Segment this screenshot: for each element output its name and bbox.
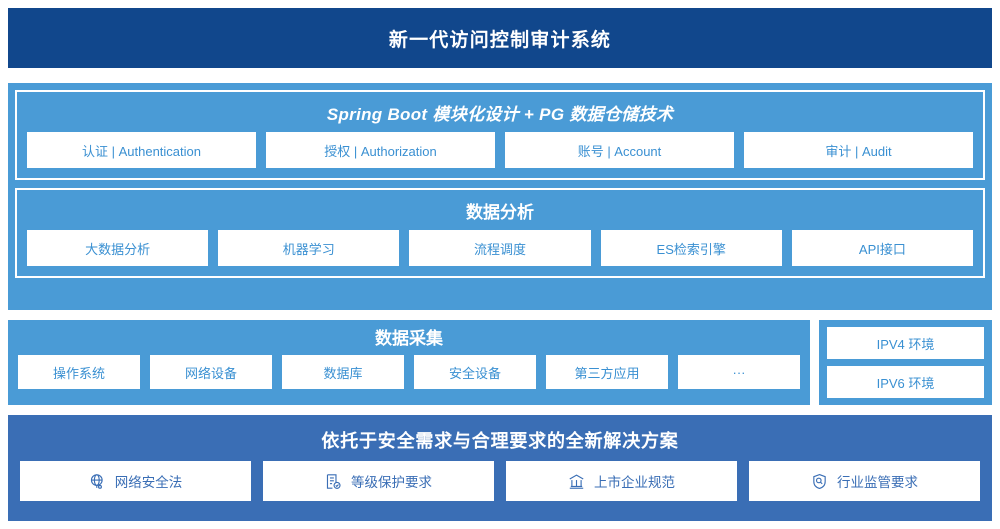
analysis-card-row: 大数据分析 机器学习 流程调度 ES检索引擎 API接口 [27, 230, 974, 266]
card-label: 流程调度 [474, 241, 527, 257]
card-label: 操作系统 [52, 365, 105, 381]
compliance-card[interactable]: 行业监管要求 [749, 461, 980, 501]
document-check-icon [325, 473, 342, 490]
analysis-card[interactable]: API接口 [791, 230, 974, 266]
environment-panel: IPV4 环境 IPV6 环境 [819, 320, 992, 405]
card-label: IPV4 环境 [876, 336, 935, 352]
compliance-card[interactable]: 上市企业规范 [506, 461, 737, 501]
card-label: 授权 | Authorization [324, 143, 437, 159]
card-label: 账号 | Account [577, 143, 662, 159]
card-label: 审计 | Audit [825, 143, 892, 159]
card-label: 大数据分析 [85, 241, 151, 257]
compliance-panel: 依托于安全需求与合理要求的全新解决方案 网络安全法 [8, 415, 992, 521]
collection-panel: 数据采集 操作系统 网络设备 数据库 安全设备 第三方应用 ··· [8, 320, 810, 405]
collection-card[interactable]: 网络设备 [150, 355, 272, 389]
card-label: 数据库 [323, 365, 363, 381]
globe-network-icon [89, 473, 106, 490]
platform-card[interactable]: 账号 | Account [505, 132, 734, 168]
compliance-card[interactable]: 网络安全法 [20, 461, 251, 501]
analysis-card[interactable]: 流程调度 [409, 230, 591, 266]
analysis-card[interactable]: 大数据分析 [27, 230, 209, 266]
collection-card[interactable]: 第三方应用 [546, 355, 668, 389]
bank-building-icon [568, 473, 585, 490]
environment-card-ipv4[interactable]: IPV4 环境 [827, 327, 984, 359]
compliance-card[interactable]: 等级保护要求 [263, 461, 494, 501]
card-label: IPV6 环境 [876, 375, 935, 391]
card-label: 认证 | Authentication [82, 143, 201, 159]
card-label: 第三方应用 [574, 365, 640, 381]
header-bar: 新一代访问控制审计系统 [8, 8, 992, 68]
platform-card[interactable]: 审计 | Audit [744, 132, 973, 168]
compliance-card-row: 网络安全法 等级保护要求 [20, 461, 980, 501]
card-label: API接口 [858, 241, 906, 257]
platform-card-row: 认证 | Authentication 授权 | Authorization 账… [27, 132, 973, 168]
collection-card[interactable]: 操作系统 [18, 355, 140, 389]
shield-search-icon [811, 473, 828, 490]
platform-card[interactable]: 授权 | Authorization [266, 132, 495, 168]
collection-card-more[interactable]: ··· [678, 355, 800, 389]
environment-card-ipv6[interactable]: IPV6 环境 [827, 366, 984, 398]
collection-card[interactable]: 安全设备 [414, 355, 536, 389]
card-label: 网络设备 [184, 365, 237, 381]
platform-panel: Spring Boot 模块化设计 + PG 数据仓储技术 认证 | Authe… [15, 90, 985, 180]
collection-panel-title: 数据采集 [375, 329, 443, 348]
platform-panel-title: Spring Boot 模块化设计 + PG 数据仓储技术 [326, 105, 674, 124]
analysis-panel: 数据分析 大数据分析 机器学习 流程调度 ES检索引擎 API接口 [15, 188, 985, 278]
card-label: 机器学习 [282, 241, 335, 257]
collection-card[interactable]: 数据库 [282, 355, 404, 389]
page-title: 新一代访问控制审计系统 [388, 29, 612, 51]
collection-card-row: 操作系统 网络设备 数据库 安全设备 第三方应用 ··· [18, 355, 800, 389]
card-label: ES检索引擎 [656, 241, 726, 257]
card-label: 行业监管要求 [837, 475, 918, 490]
upper-stack-container: Spring Boot 模块化设计 + PG 数据仓储技术 认证 | Authe… [8, 83, 992, 310]
analysis-card[interactable]: ES检索引擎 [600, 230, 782, 266]
card-label: 网络安全法 [114, 475, 183, 490]
collection-row: 数据采集 操作系统 网络设备 数据库 安全设备 第三方应用 ··· [8, 320, 992, 405]
compliance-panel-title: 依托于安全需求与合理要求的全新解决方案 [321, 431, 679, 451]
card-label: 上市企业规范 [594, 475, 675, 490]
analysis-panel-title: 数据分析 [466, 203, 534, 222]
platform-card[interactable]: 认证 | Authentication [27, 132, 256, 168]
analysis-card[interactable]: 机器学习 [218, 230, 400, 266]
card-label: ··· [732, 364, 746, 380]
card-label: 等级保护要求 [351, 475, 432, 490]
card-label: 安全设备 [448, 365, 501, 381]
